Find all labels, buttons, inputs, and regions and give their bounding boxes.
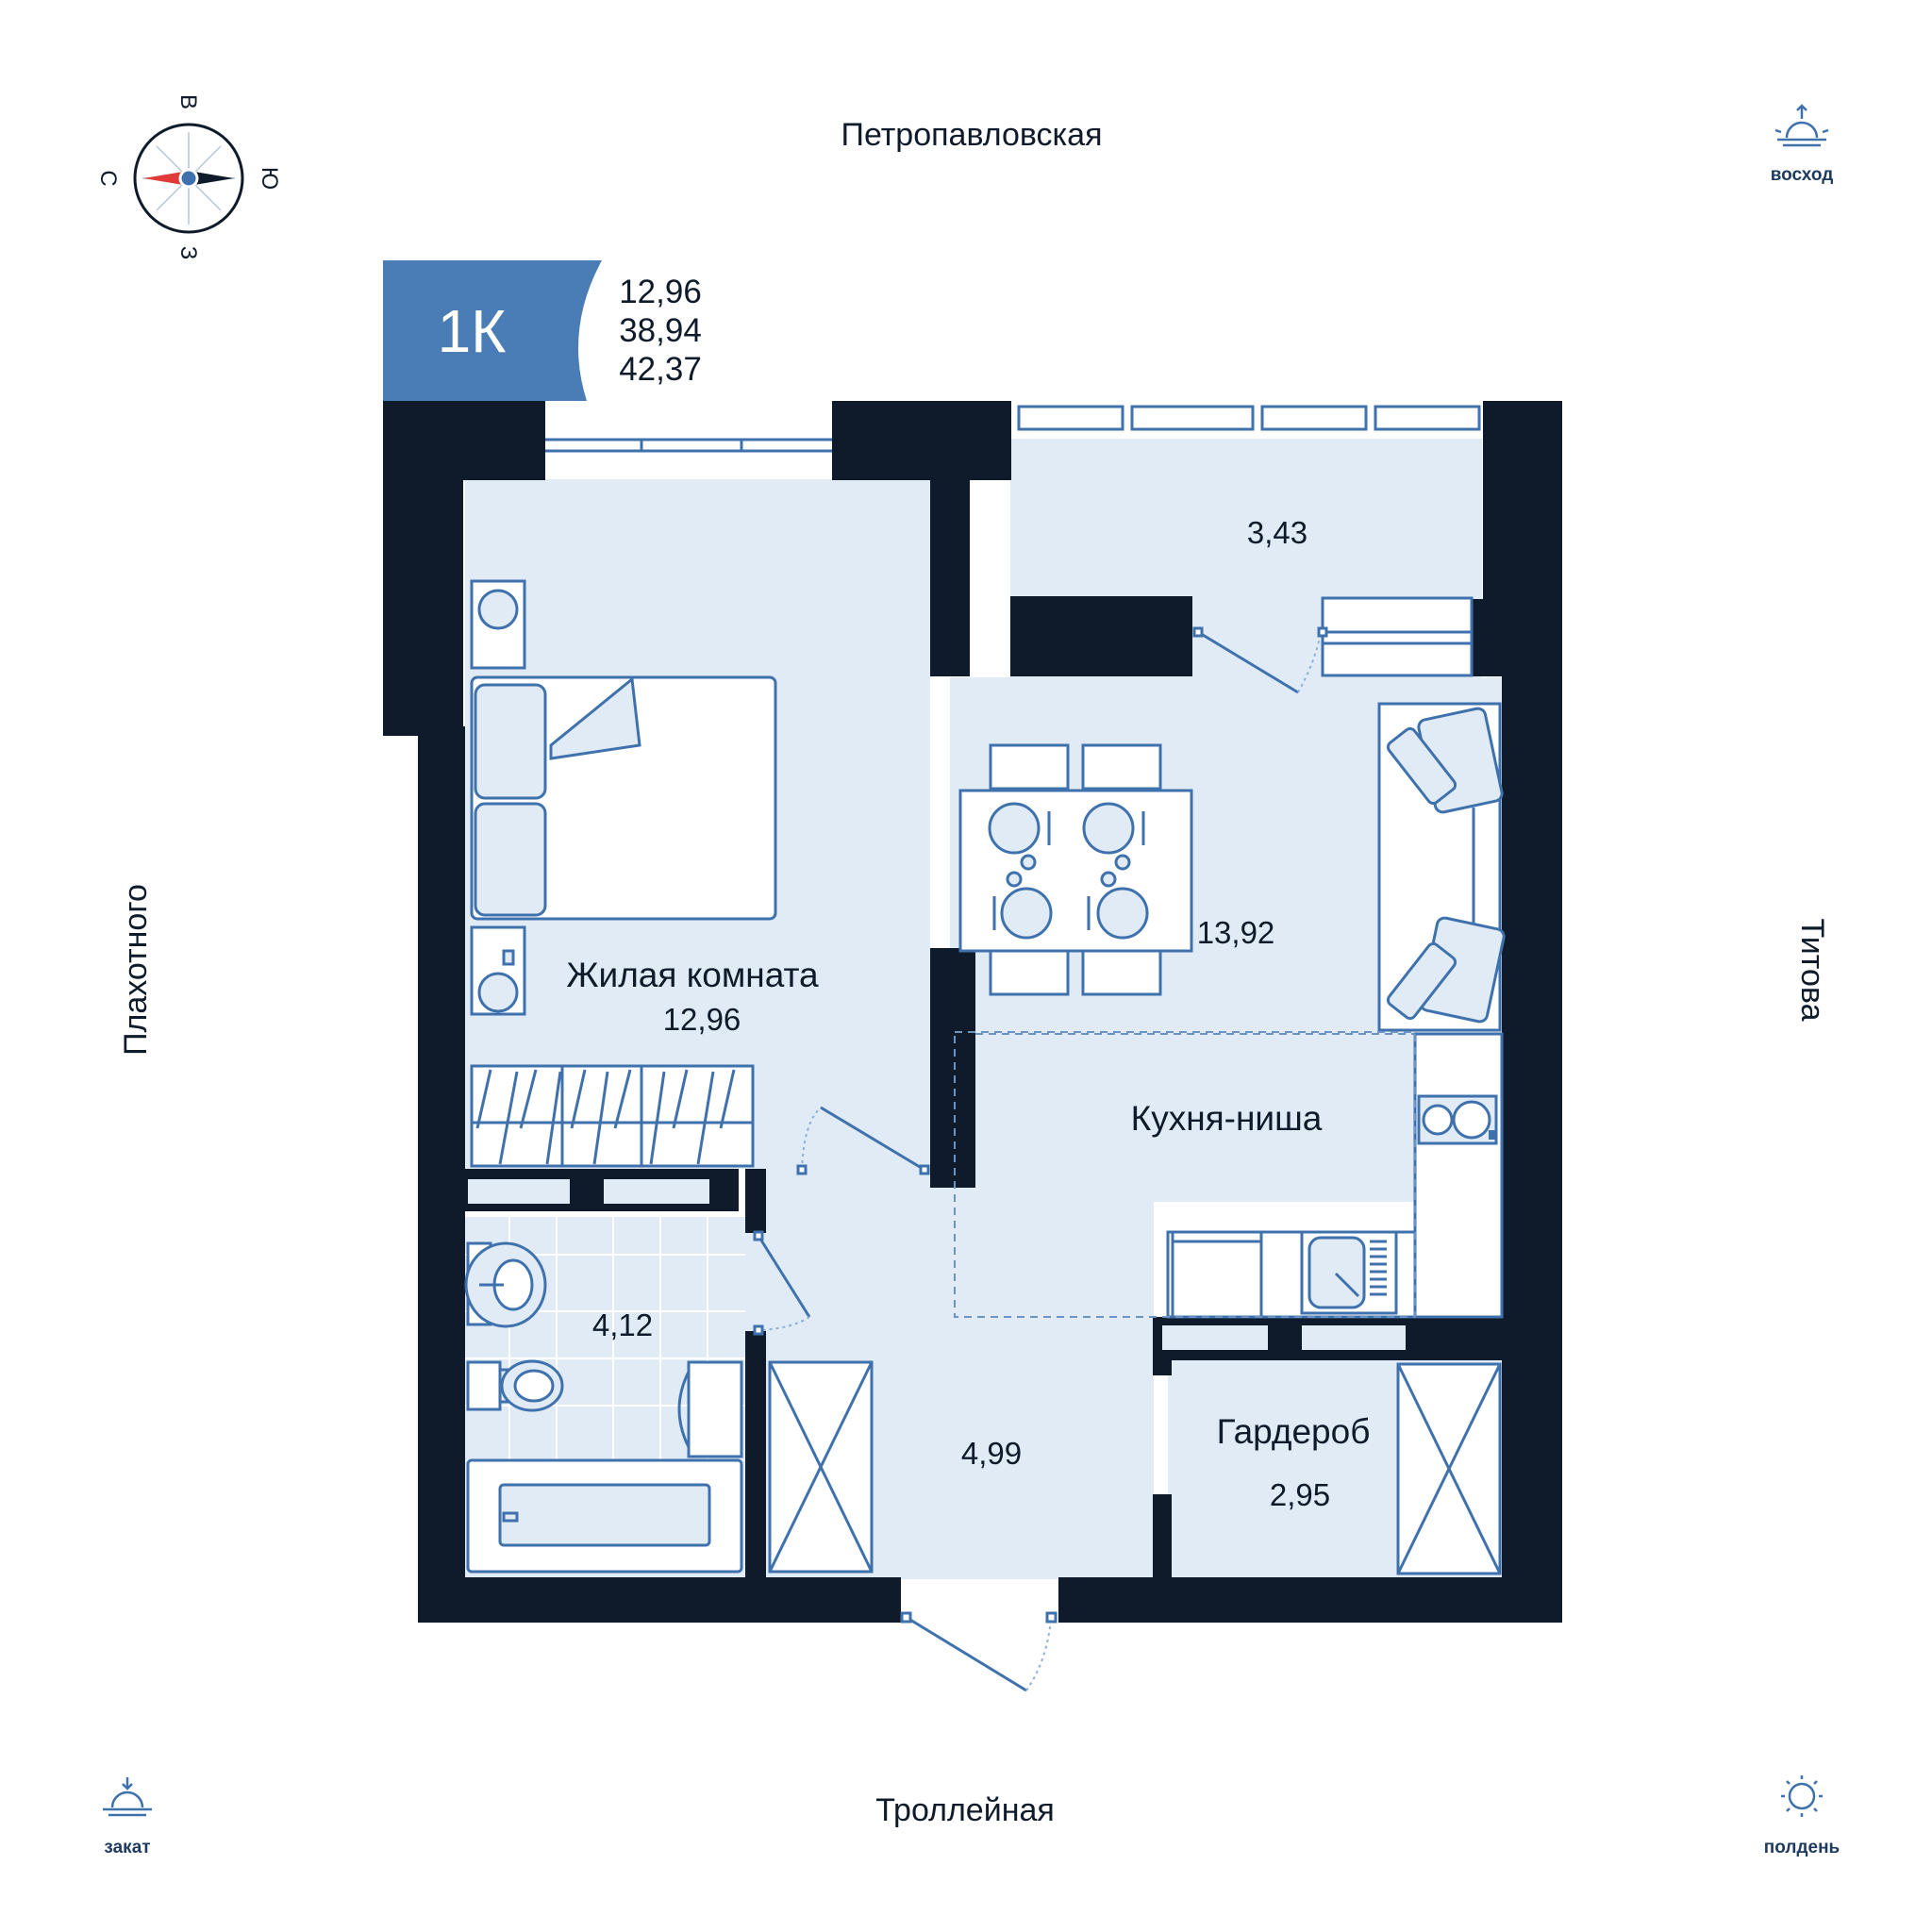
- door-entrance: [900, 1611, 1058, 1692]
- sunset-label: закат: [104, 1838, 150, 1857]
- room-area-wardrobe: 2,95: [1270, 1477, 1330, 1512]
- noon-sun-icon: [1781, 1775, 1823, 1817]
- bathtub-icon: [466, 1458, 743, 1574]
- window-living: [545, 404, 832, 479]
- room-area-bathroom: 4,12: [592, 1307, 653, 1342]
- compass-north: С: [95, 170, 121, 186]
- room-area-living: 12,96: [663, 1002, 741, 1037]
- partition-shelves: [468, 1179, 1406, 1350]
- sunset-icon: [103, 1777, 152, 1817]
- compass: В З С Ю: [95, 94, 282, 259]
- fridge-icon: [1171, 1230, 1263, 1319]
- apartment-type: 1К: [438, 297, 507, 365]
- compass-west: З: [175, 246, 201, 260]
- room-area-balcony: 3,43: [1247, 515, 1307, 550]
- hall-closet: [768, 1360, 874, 1574]
- badge-living-area: 12,96: [619, 274, 702, 310]
- walls: [383, 401, 1562, 1623]
- balcony-shelf: [1321, 596, 1474, 677]
- room-name-kitchen: Кухня-ниша: [1131, 1099, 1323, 1138]
- compass-south: Ю: [257, 167, 282, 190]
- dining-table: [958, 743, 1193, 996]
- sunrise-label: восход: [1771, 165, 1834, 185]
- nightstand-bottom: [470, 925, 526, 1016]
- compass-east: В: [175, 94, 201, 109]
- toilet-icon: [466, 1359, 564, 1412]
- bed: [470, 675, 777, 921]
- washing-machine-icon: [677, 1360, 743, 1458]
- washbasin-icon: [464, 1241, 547, 1328]
- window-balcony: [1011, 403, 1483, 435]
- room-area-dining: 13,92: [1197, 915, 1275, 950]
- wardrobe-living: [470, 1064, 755, 1168]
- street-left: Плахотного: [118, 884, 154, 1056]
- south-arrow-icon: [189, 171, 234, 186]
- door-balcony: [1192, 626, 1328, 694]
- door-living: [796, 1106, 930, 1175]
- badge-area-with-balcony: 42,37: [619, 351, 702, 388]
- noon-label: полдень: [1764, 1838, 1840, 1857]
- bathroom-tiles: [465, 1217, 745, 1460]
- sink-icon: [1300, 1230, 1398, 1315]
- nightstand-top: [470, 579, 526, 670]
- north-arrow-icon: [143, 171, 189, 186]
- room-name-living: Жилая комната: [566, 956, 819, 994]
- room-name-wardrobe: Гардероб: [1217, 1412, 1371, 1451]
- sunrise-icon: [1774, 104, 1829, 147]
- wardrobe-closet: [1396, 1362, 1502, 1575]
- stove-icon: [1417, 1094, 1498, 1145]
- door-bathroom: [753, 1230, 811, 1336]
- apartment-badge: 1К 12,96 38,94 42,37: [383, 260, 702, 401]
- street-right: Титова: [1794, 919, 1830, 1022]
- badge-total-area: 38,94: [619, 312, 702, 349]
- kitchen-zone-outline: [954, 1031, 1416, 1318]
- street-bottom: Троллейная: [875, 1792, 1055, 1828]
- sofa: [1377, 702, 1506, 1032]
- room-area-hall: 4,99: [961, 1436, 1022, 1471]
- street-top: Петропавловская: [841, 117, 1103, 153]
